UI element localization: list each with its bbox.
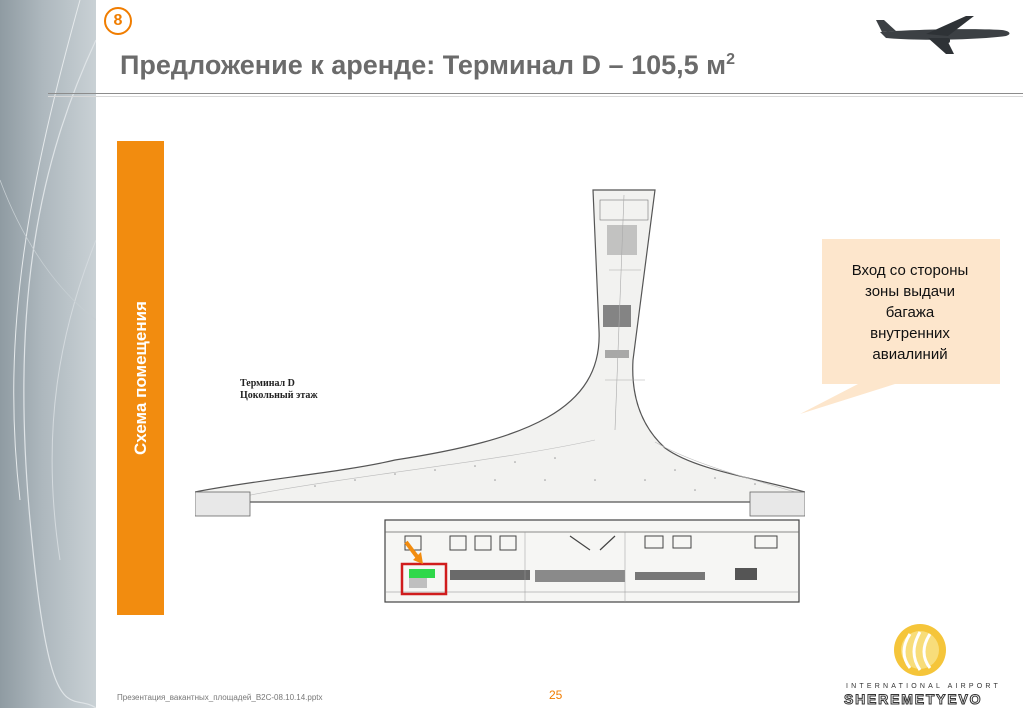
arrow-icon xyxy=(404,540,423,564)
section-label-bar: Схема помещения xyxy=(117,141,164,615)
logo-wordmark: SHEREMETYEVO xyxy=(843,691,983,708)
callout-line: зоны выдачи xyxy=(865,283,955,300)
callout-line: багажа xyxy=(885,304,935,321)
floor-plan xyxy=(194,180,806,625)
footer-filename: Презентация_вакантных_площадей_B2C-08.10… xyxy=(117,693,323,702)
airplane-icon xyxy=(876,14,1014,63)
plan-caption-line1: Терминал D xyxy=(240,378,295,389)
title-divider-light xyxy=(48,96,1023,97)
decorative-sidebar xyxy=(0,0,96,708)
callout-bubble xyxy=(800,239,1002,420)
plan-caption-line2: Цокольный этаж xyxy=(240,390,318,401)
callout-text: Вход со стороны зоны выдачи багажа внутр… xyxy=(824,260,996,365)
slide-number-badge: 8 xyxy=(104,7,132,35)
callout-line: авиалиний xyxy=(872,346,948,363)
page-number: 25 xyxy=(549,688,563,702)
airport-logo-icon xyxy=(840,620,1020,685)
title-divider xyxy=(48,93,1023,94)
callout-line: Вход со стороны xyxy=(851,262,969,279)
slide-title: Предложение к аренде: Терминал D – 105,5… xyxy=(120,50,736,80)
section-label: Схема помещения xyxy=(130,301,150,455)
plan-caption: Терминал D Цокольный этаж xyxy=(240,378,318,402)
logo-subtitle: INTERNATIONAL AIRPORT xyxy=(846,683,1001,690)
callout-line: внутренних xyxy=(870,325,950,342)
